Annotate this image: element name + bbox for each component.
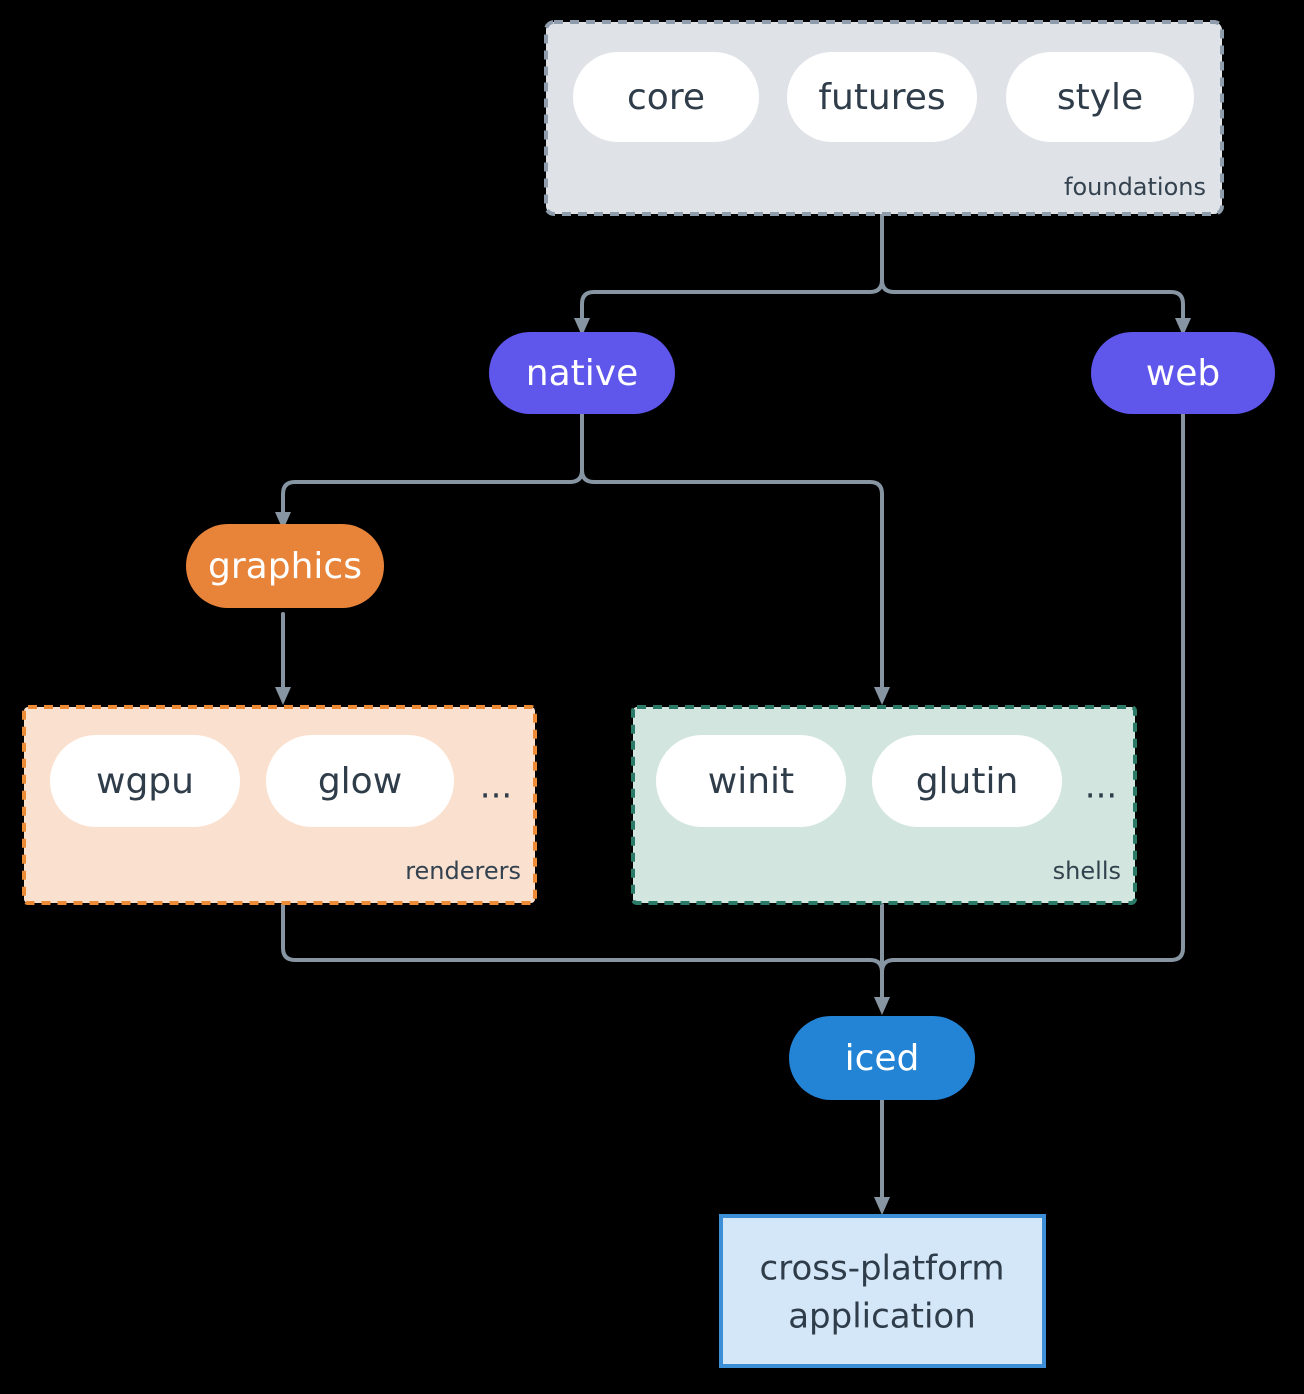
node-wgpu-label: wgpu [96,761,194,802]
edge-native-shells-arrowhead [874,687,890,705]
node-style[interactable] [1006,52,1194,142]
edge-native-shells [580,410,884,692]
shells-ellipsis: ... [1085,767,1117,807]
node-winit-label: winit [708,761,794,802]
node-core-label: core [627,77,705,118]
edge-layer [275,213,1191,1215]
cluster-renderers-label: renderers [405,857,521,885]
node-glow-label: glow [318,761,402,802]
node-web-label: web [1146,353,1220,394]
node-application[interactable] [719,1214,1046,1368]
node-web[interactable] [1091,332,1275,414]
node-graphics-group[interactable]: graphics [186,524,384,608]
cluster-shells: winit glutin ... shells [631,705,1137,905]
edge-shells-iced-arrowhead [874,997,890,1015]
node-native[interactable] [489,332,675,414]
cluster-foundations: core futures style foundations [544,20,1224,216]
node-native-group[interactable]: native [489,332,675,414]
node-iced[interactable] [789,1016,975,1100]
cluster-foundations-label: foundations [1064,173,1206,201]
edge-native-graphics [281,410,584,518]
edge-foundations-native [580,213,884,324]
node-winit[interactable] [656,735,846,827]
edge-graphics-renderers-arrowhead [275,687,291,705]
node-iced-group[interactable]: iced [789,1016,975,1100]
node-native-label: native [526,353,638,394]
node-graphics[interactable] [186,524,384,608]
edge-foundations-web [880,213,1185,324]
node-core[interactable] [573,52,759,142]
node-style-label: style [1057,77,1143,118]
edge-renderers-iced [281,903,884,1002]
node-web-group[interactable]: web [1091,332,1275,414]
edge-native-graphics-arrowhead [275,512,291,530]
edge-iced-application-arrowhead [874,1197,890,1215]
node-application-label-line1: cross-platform [760,1249,1005,1289]
node-wgpu[interactable] [50,735,240,827]
cluster-shells-label: shells [1053,857,1121,885]
node-application-label-line2: application [788,1297,976,1337]
node-iced-label: iced [845,1038,920,1079]
node-futures[interactable] [787,52,977,142]
node-futures-label: futures [818,77,945,118]
edge-foundations-native-arrowhead [574,318,590,336]
node-glow[interactable] [266,735,454,827]
node-glutin[interactable] [872,735,1062,827]
node-glutin-label: glutin [916,761,1019,802]
node-graphics-label: graphics [208,546,362,587]
cluster-renderers: wgpu glow ... renderers [22,705,537,905]
edge-foundations-web-arrowhead [1175,318,1191,336]
renderers-ellipsis: ... [480,767,512,807]
node-application-group[interactable]: cross-platform application [719,1214,1046,1368]
